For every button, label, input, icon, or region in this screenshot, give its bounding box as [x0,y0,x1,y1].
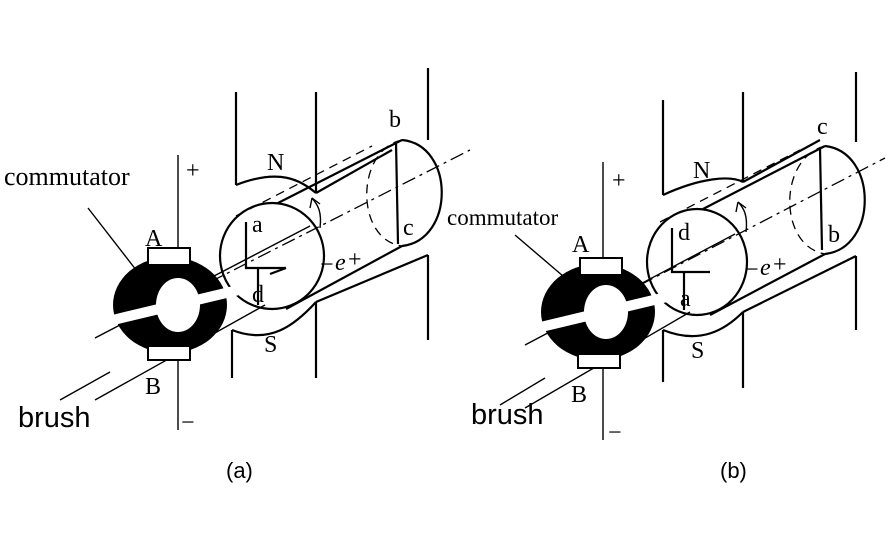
south-pole [230,253,430,378]
coil [244,141,400,305]
brush-label: brush [471,399,544,431]
commutator-pointer [514,234,571,283]
plus-sign: + [186,158,200,184]
emf-label: e [760,255,771,281]
coil-label-front-top: d [678,220,690,246]
brush-a-block [147,247,191,266]
coil-label-front-bottom: d [252,282,264,308]
coil-label-front-bottom: a [680,286,691,312]
coil-label-back-bottom: c [403,215,414,241]
caption-b: (b) [720,458,747,483]
panel-b: commutator brush + − A B N S d a c b − e… [447,72,886,483]
commutator-pointer [87,207,141,276]
commutator-label: commutator [4,162,130,191]
south-label: S [691,338,704,364]
north-pole [234,68,430,194]
brush-a-label: A [145,226,163,252]
south-label: S [264,332,277,358]
emf-plus: + [773,252,787,278]
brush-pointer [59,371,111,401]
brush-a-label: A [572,232,590,258]
emf-plus: + [348,247,362,273]
emf-dash: − [320,252,334,278]
north-pole [661,72,858,196]
coil-label-back-top: b [389,107,401,133]
coil-label-back-bottom: b [828,222,840,248]
caption-a: (a) [226,458,253,483]
brush-label: brush [18,402,91,434]
coil-label-back-top: c [817,114,828,140]
coil-label-front-top: a [252,212,263,238]
armature-cylinder [639,144,886,317]
plus-sign: + [612,168,626,194]
brush-a-block [579,257,623,276]
commutator-ring [112,257,252,353]
brush-pointer [499,377,546,406]
emf-dash: − [745,257,759,283]
north-label: N [267,150,284,176]
brush-b-label: B [571,382,587,408]
minus-sign: − [181,410,195,436]
coil [670,147,824,310]
emf-label: e [335,250,346,276]
commutator-ring [540,264,680,360]
commutator-label: commutator [447,205,558,230]
brush-b-block [577,353,621,369]
armature-cylinder [209,138,471,311]
north-label: N [693,158,710,184]
panel-a: commutator brush + − A B N S a d b c − e… [4,68,471,483]
minus-sign: − [608,420,622,446]
south-pole [661,255,858,388]
brush-b-block [147,345,191,361]
brush-b-label: B [145,374,161,400]
